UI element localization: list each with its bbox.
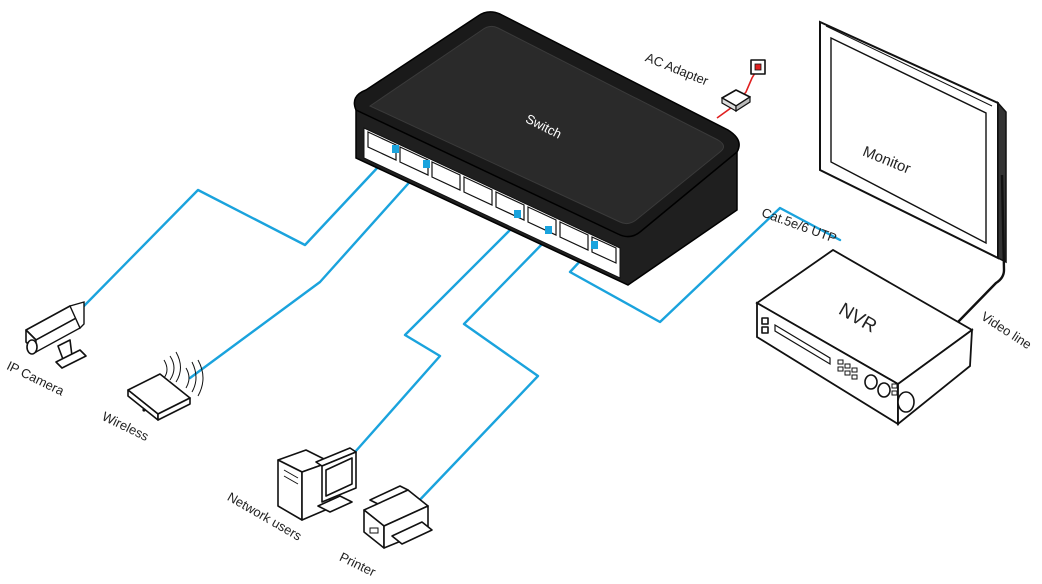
printer-cable (412, 236, 550, 508)
ac-adapter-label: AC Adapter (643, 50, 711, 89)
nvr-icon (755, 248, 974, 426)
network-users-cable (353, 220, 520, 454)
ip-camera-icon (25, 301, 87, 369)
monitor-icon (819, 20, 1007, 264)
nvr-cable (568, 206, 842, 324)
cable-type-label: Cat.5e/6 UTP (760, 205, 839, 246)
switch-icon (353, 11, 740, 286)
video-line-label: Video line (979, 309, 1035, 353)
ip-camera-cable (80, 148, 396, 310)
wireless-label: Wireless (100, 409, 152, 445)
power-adapter-icon (716, 59, 766, 119)
wireless-router-icon (127, 351, 204, 421)
wireless-cable (188, 164, 426, 380)
computer-icon (277, 447, 357, 521)
printer-label: Printer (337, 549, 379, 580)
video-line-cable (957, 174, 1006, 323)
printer-icon (363, 485, 433, 549)
